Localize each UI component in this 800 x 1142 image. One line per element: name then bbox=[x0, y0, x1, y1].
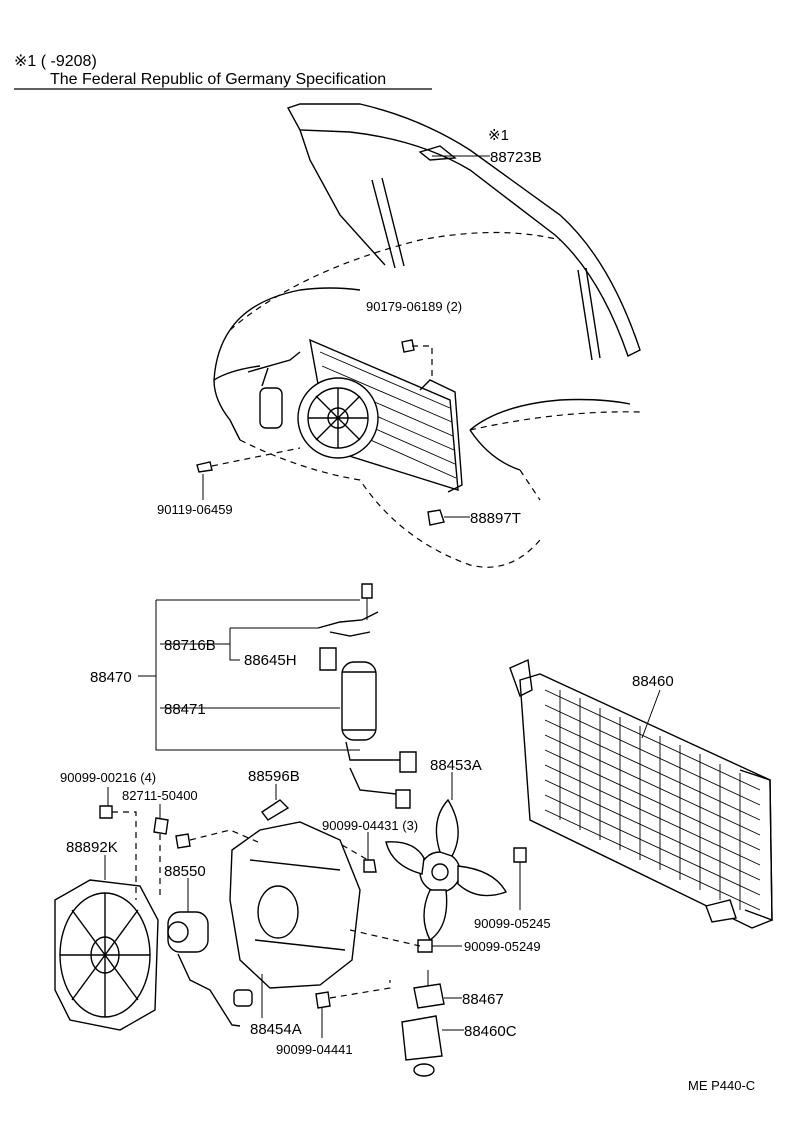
label-88897T: 88897T bbox=[470, 510, 521, 527]
label-90179-06189: 90179-06189 (2) bbox=[366, 299, 462, 314]
leader-90119 bbox=[211, 447, 301, 467]
leader-88460 bbox=[641, 689, 661, 739]
label-90099-05249: 90099-05249 bbox=[464, 939, 541, 954]
leader-fastener-dash bbox=[189, 829, 259, 843]
label-90099-04431: 90099-04431 (3) bbox=[322, 818, 418, 833]
label-88454A: 88454A bbox=[250, 1021, 302, 1038]
label-90099-05245: 90099-05245 bbox=[474, 916, 551, 931]
footer-code: ME P440-C bbox=[688, 1078, 755, 1093]
leader-04441-dash bbox=[329, 980, 391, 999]
label-88467: 88467 bbox=[462, 991, 504, 1008]
condenser-illustration bbox=[509, 658, 773, 929]
label-88596B: 88596B bbox=[248, 768, 300, 785]
label-88460: 88460 bbox=[632, 673, 674, 690]
receiver-group bbox=[138, 583, 417, 809]
header-note: ※1 ( -9208) bbox=[14, 53, 97, 70]
fan-assembly-illustration bbox=[54, 798, 508, 1077]
label-88723B: 88723B bbox=[490, 149, 542, 166]
label-82711-50400: 82711-50400 bbox=[122, 788, 198, 803]
label-hood-mark: ※1 bbox=[488, 127, 509, 144]
vehicle-front-illustration bbox=[196, 103, 641, 568]
label-88453A: 88453A bbox=[430, 757, 482, 774]
label-88716B: 88716B bbox=[164, 637, 216, 654]
label-88460C: 88460C bbox=[464, 1023, 517, 1040]
label-90099-00216: 90099-00216 (4) bbox=[60, 770, 156, 785]
label-88470: 88470 bbox=[90, 669, 132, 686]
label-88892K: 88892K bbox=[66, 839, 118, 856]
label-90099-04441: 90099-04441 bbox=[276, 1042, 353, 1057]
leader-04431-dash bbox=[341, 844, 369, 861]
label-88645H: 88645H bbox=[244, 652, 297, 669]
label-90119-06459: 90119-06459 bbox=[157, 502, 233, 517]
label-88471: 88471 bbox=[164, 701, 206, 718]
header-spec: The Federal Republic of Germany Specific… bbox=[50, 71, 386, 88]
leader-05249-dash bbox=[349, 929, 421, 947]
leader-00216-dash bbox=[112, 811, 137, 900]
leader-90179 bbox=[412, 345, 433, 380]
label-88550: 88550 bbox=[164, 863, 206, 880]
